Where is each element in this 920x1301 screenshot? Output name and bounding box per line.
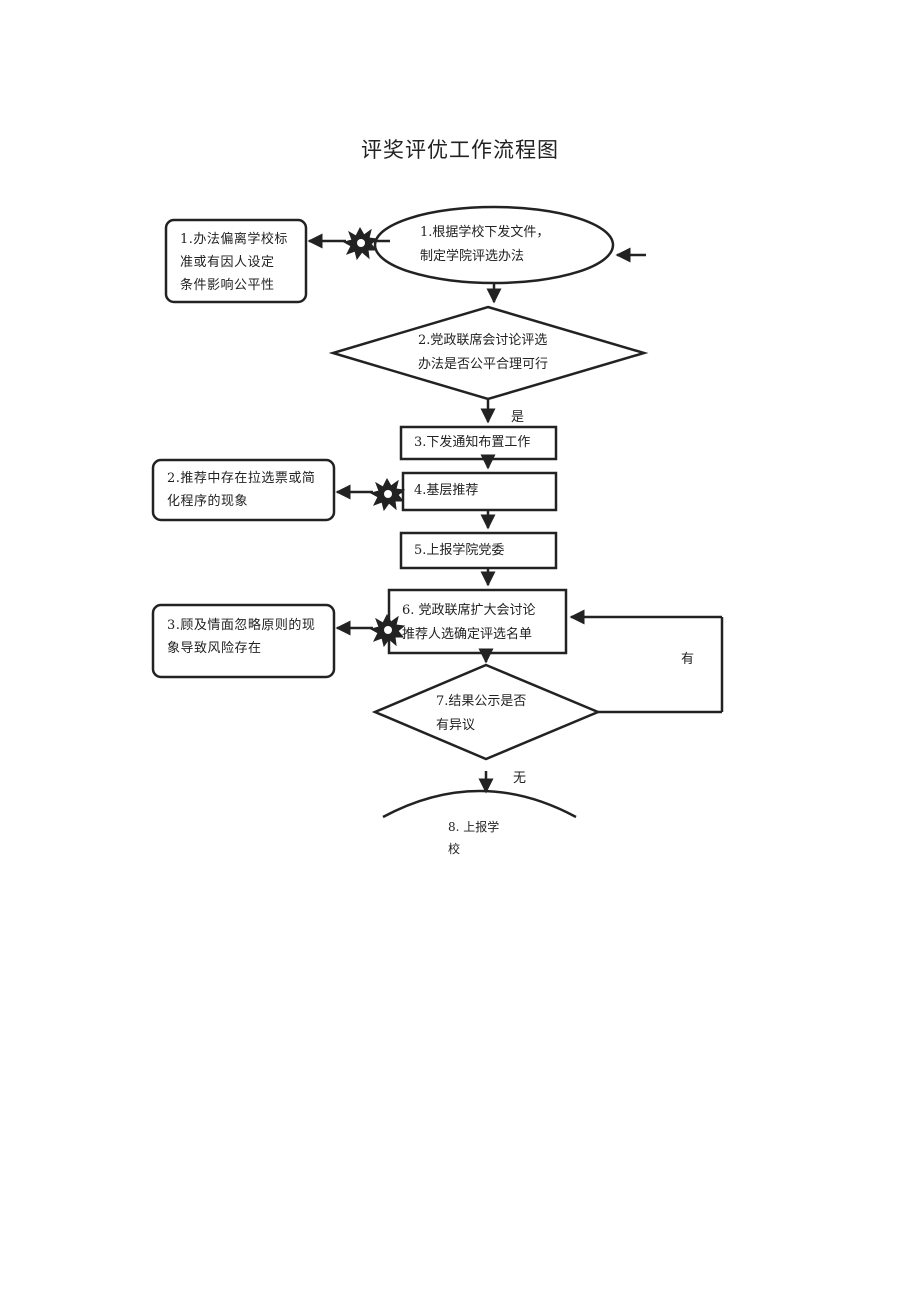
node-2-line2: 办法是否公平合理可行 bbox=[418, 357, 549, 372]
node-2-shape bbox=[328, 305, 649, 401]
node-2-line1: 2.党政联席会讨论评选 bbox=[418, 333, 548, 348]
node-7-line2: 有异议 bbox=[436, 718, 476, 733]
risk-2-line1: 2.推荐中存在拉选票或简 bbox=[167, 471, 316, 486]
risk-3-label: 3.顾及情面忽略原则的现 象导致风险存在 bbox=[167, 614, 332, 660]
node-5-shape bbox=[399, 531, 558, 570]
node-4-label: 4.基层推荐 bbox=[414, 483, 479, 498]
node-2-label: 2.党政联席会讨论评选 办法是否公平合理可行 bbox=[418, 329, 578, 377]
edge-label-has: 有 bbox=[681, 652, 695, 667]
risk-1-line3: 条件影响公平性 bbox=[180, 278, 275, 293]
node-1-shape bbox=[373, 205, 615, 285]
node-3-label: 3.下发通知布置工作 bbox=[414, 435, 531, 450]
risk-1-line1: 1.办法偏离学校标 bbox=[180, 232, 288, 247]
node-8-line2: 校 bbox=[448, 842, 461, 856]
risk-1-box bbox=[164, 218, 308, 304]
node-6-line2: 推荐人选确定评选名单 bbox=[402, 627, 533, 642]
node-7-shape bbox=[371, 663, 602, 761]
node-3-shape bbox=[399, 425, 558, 461]
node-1-line1: 1.根据学校下发文件， bbox=[420, 225, 550, 240]
node-8-line1: 8. 上报学 bbox=[448, 820, 500, 834]
risk-2-label: 2.推荐中存在拉选票或简 化程序的现象 bbox=[167, 467, 332, 513]
node-7-line1: 7.结果公示是否 bbox=[436, 694, 527, 709]
node-8-shape bbox=[382, 789, 577, 819]
edge-label-yes: 是 bbox=[511, 410, 525, 425]
node-8-label: 8. 上报学 校 bbox=[448, 816, 528, 860]
page-title: 评奖评优工作流程图 bbox=[361, 138, 559, 162]
risk-2-line2: 化程序的现象 bbox=[167, 494, 249, 509]
risk-3-line1: 3.顾及情面忽略原则的现 bbox=[167, 618, 316, 633]
node-1-label: 1.根据学校下发文件， 制定学院评选办法 bbox=[420, 221, 580, 269]
risk-3-line2: 象导致风险存在 bbox=[167, 641, 262, 656]
risk-1-label: 1.办法偏离学校标 准或有因人设定 条件影响公平性 bbox=[180, 228, 305, 297]
node-1-line2: 制定学院评选办法 bbox=[420, 249, 525, 264]
node-6-label: 6. 党政联席扩大会讨论 推荐人选确定评选名单 bbox=[402, 599, 567, 647]
node-6-line1: 6. 党政联席扩大会讨论 bbox=[402, 603, 536, 618]
node-5-label: 5.上报学院党委 bbox=[414, 543, 505, 558]
risk-1-line2: 准或有因人设定 bbox=[180, 255, 275, 270]
node-7-label: 7.结果公示是否 有异议 bbox=[436, 690, 546, 738]
edge-label-none: 无 bbox=[513, 771, 527, 786]
risk-3-box bbox=[151, 603, 336, 679]
risk-2-box bbox=[151, 458, 336, 522]
